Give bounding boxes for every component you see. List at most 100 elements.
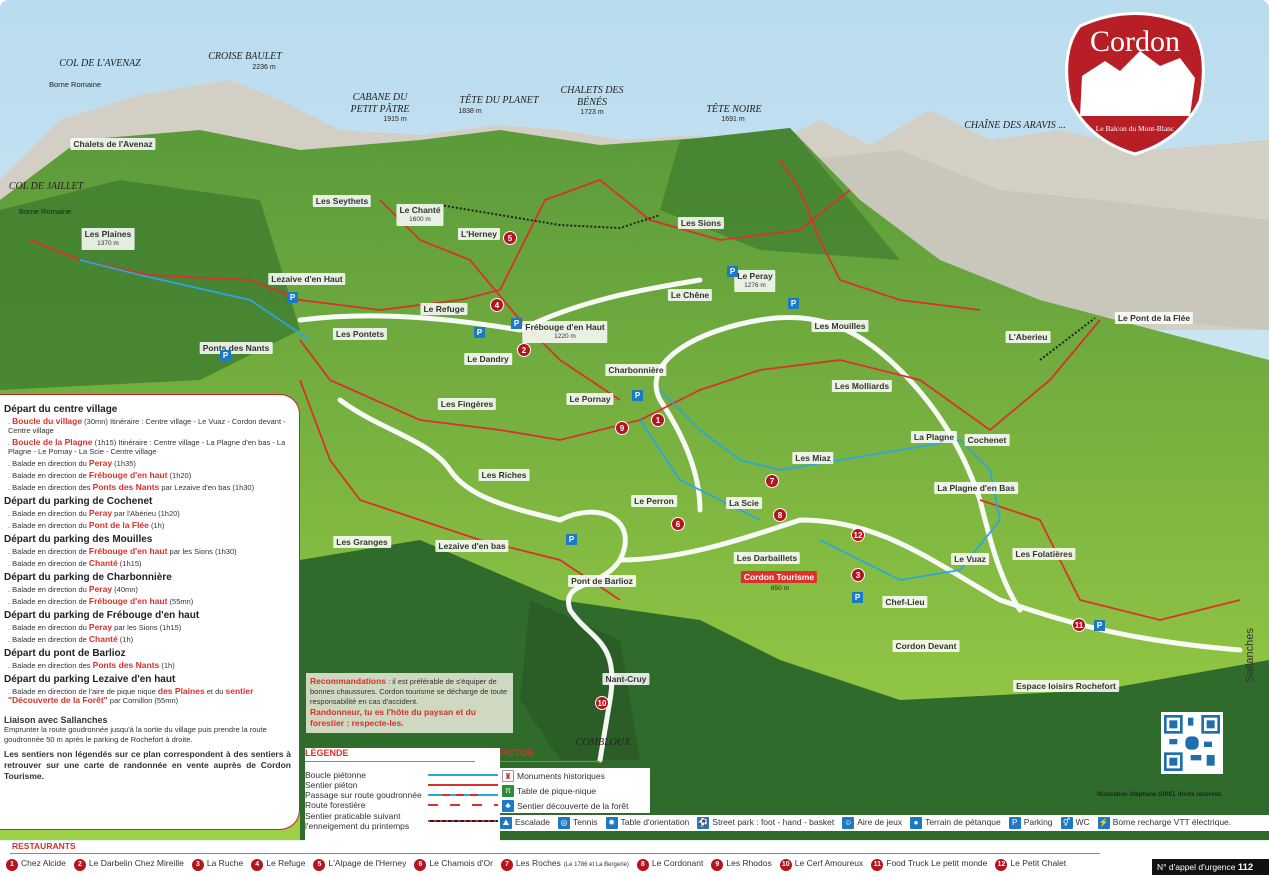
route-text: (55mn) bbox=[167, 597, 194, 606]
restaurant-marker[interactable]: 3 bbox=[851, 568, 865, 582]
route-destination[interactable]: Ponts des Nants bbox=[92, 660, 160, 670]
legend-item: Boucle piétonne bbox=[305, 770, 500, 780]
place-label: Chef-Lieu bbox=[882, 596, 928, 608]
route-destination[interactable]: Peray bbox=[88, 622, 113, 632]
restaurant-marker[interactable]: 4 bbox=[490, 298, 504, 312]
restaurant-marker[interactable]: 12 bbox=[851, 528, 865, 542]
route-destination[interactable]: Chanté bbox=[88, 558, 118, 568]
place-label: Espace loisirs Rochefort bbox=[1013, 680, 1119, 692]
place-name: Les Fingères bbox=[440, 399, 494, 409]
route-destination[interactable]: Boucle de la Plagne bbox=[12, 437, 93, 447]
route-text: Balade en direction de bbox=[12, 547, 89, 556]
route-destination[interactable]: Ponts des Nants bbox=[92, 482, 160, 492]
parking-icon[interactable]: P bbox=[632, 390, 643, 401]
route-text: Balade en direction de bbox=[12, 559, 89, 568]
parking-icon[interactable]: P bbox=[566, 534, 577, 545]
place-label: La Scie bbox=[726, 497, 762, 509]
picto-label: Parking bbox=[1023, 817, 1053, 827]
bullet: . bbox=[8, 417, 13, 426]
place-label: La Plagne bbox=[910, 431, 958, 443]
restaurant-number: 8 bbox=[636, 859, 649, 871]
route-item: . Balade en direction du Pont de la Flée… bbox=[8, 520, 291, 531]
place-name: Les Riches bbox=[481, 470, 527, 480]
parking-icon[interactable]: P bbox=[727, 266, 738, 277]
route-destination[interactable]: sentier "Découverte de la Forêt" bbox=[8, 686, 254, 705]
restaurant-number: 5 bbox=[313, 859, 326, 871]
route-item: . Balade en direction de l'aire de pique… bbox=[8, 686, 291, 706]
mountain-label: TÊTE NOIRE bbox=[706, 104, 762, 115]
place-name: Le Pornay bbox=[569, 394, 611, 404]
picto-label: Escalade bbox=[515, 817, 550, 827]
place-label: Les Miaz bbox=[792, 452, 834, 464]
route-destination[interactable]: Peray bbox=[88, 508, 113, 518]
place-name: Les Miaz bbox=[795, 453, 831, 463]
route-destination[interactable]: Chanté bbox=[88, 634, 118, 644]
bullet: . bbox=[8, 438, 13, 447]
legend-item: Sentier piéton bbox=[305, 780, 500, 790]
picto-item: ⛰Escalade bbox=[500, 817, 550, 829]
route-destination[interactable]: Peray bbox=[88, 458, 113, 468]
restaurant-note: (Le 1786 et La Bergerie) bbox=[563, 862, 629, 868]
parking-icon[interactable]: P bbox=[1094, 620, 1105, 631]
picto-row: ⛰Escalade◎Tennis✹Table d'orientation⚽Str… bbox=[500, 815, 1269, 831]
parking-icon[interactable]: P bbox=[287, 292, 298, 303]
route-destination[interactable]: Frébouge d'en haut bbox=[88, 546, 168, 556]
route-destination[interactable]: Pont de la Flée bbox=[88, 520, 149, 530]
place-name: Frébouge d'en Haut bbox=[525, 322, 605, 332]
place-name: Cordon Tourisme bbox=[743, 572, 815, 582]
route-destination[interactable]: des Plaines bbox=[157, 686, 205, 696]
parking-icon[interactable]: P bbox=[788, 298, 799, 309]
parking-icon[interactable]: P bbox=[852, 592, 863, 603]
restaurant-marker[interactable]: 1 bbox=[651, 413, 665, 427]
route-text: Balade en direction des bbox=[12, 661, 93, 670]
playground-icon: ☺ bbox=[842, 817, 855, 829]
parking-icon[interactable]: P bbox=[474, 327, 485, 338]
section-title: Départ du pont de Barlioz bbox=[4, 648, 126, 659]
restaurant-marker[interactable]: 8 bbox=[773, 508, 787, 522]
restaurant-marker[interactable]: 7 bbox=[765, 474, 779, 488]
place-name: Cochenet bbox=[967, 435, 1007, 445]
route-destination[interactable]: Frébouge d'en haut bbox=[88, 596, 168, 606]
parking-icon[interactable]: P bbox=[220, 350, 231, 361]
place-name: Les Sions bbox=[680, 218, 722, 228]
route-item: . Balade en direction du Peray (40mn) bbox=[8, 584, 291, 595]
restaurant-marker[interactable]: 6 bbox=[671, 517, 685, 531]
legend-title: LÉGENDE bbox=[305, 748, 475, 762]
restaurant-marker[interactable]: 2 bbox=[517, 343, 531, 357]
restaurant-marker[interactable]: 5 bbox=[503, 231, 517, 245]
route-destination[interactable]: Boucle du village bbox=[12, 416, 83, 426]
route-text: Balade en direction du bbox=[12, 585, 89, 594]
restaurant-marker[interactable]: 11 bbox=[1072, 618, 1086, 632]
mountain-altitude: 1691 m bbox=[721, 116, 745, 123]
route-destination[interactable]: Frébouge d'en haut bbox=[88, 470, 168, 480]
route-destination[interactable]: Peray bbox=[88, 584, 113, 594]
route-text: (40mn) bbox=[112, 585, 138, 594]
bullet: . bbox=[8, 459, 13, 468]
place-label: L'Herney bbox=[457, 228, 501, 240]
qr-code[interactable] bbox=[1161, 712, 1223, 774]
place-label: Chalets de l'Avenaz bbox=[70, 138, 156, 150]
liaison-text: Emprunter la route goudronnée jusqu'à la… bbox=[4, 725, 267, 744]
place-label: Le Chêne bbox=[667, 289, 713, 301]
parking-icon[interactable]: P bbox=[511, 318, 522, 329]
route-text: (1h35) bbox=[112, 459, 136, 468]
restaurant-marker[interactable]: 10 bbox=[595, 696, 609, 710]
place-name: L'Aberieu bbox=[1008, 332, 1048, 342]
place-label: Le Dandry bbox=[464, 353, 512, 365]
route-text: Balade en direction du bbox=[12, 623, 89, 632]
route-text: par les Sions (1h30) bbox=[167, 547, 237, 556]
restaurant-marker[interactable]: 9 bbox=[615, 421, 629, 435]
